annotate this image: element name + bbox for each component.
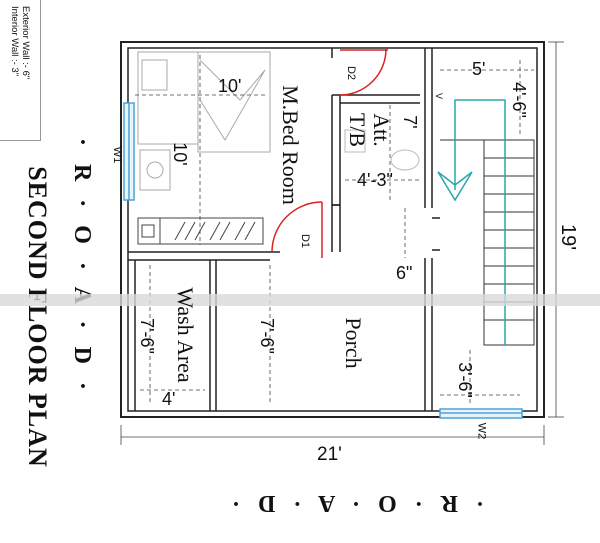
door-d2-swing	[339, 48, 388, 96]
dim-wash-width: 4'	[162, 389, 176, 409]
dim-bed-depth: 10'	[170, 142, 190, 166]
window-w2	[439, 408, 523, 419]
dim-gap: 6"	[396, 263, 413, 283]
dim-total-depth: 19'	[557, 223, 579, 251]
dim-stair-width: 5'	[472, 59, 486, 79]
dim-tb-width: 4'-3"	[357, 170, 393, 190]
stair-arrow	[437, 99, 506, 345]
dim-porch-depth: 7'-6"	[257, 318, 277, 354]
room-label-porch: Porch	[341, 317, 366, 369]
window-w1	[123, 102, 135, 201]
vent-tag-v: V	[434, 92, 444, 99]
dim-tb-depth: 7'	[400, 115, 420, 129]
room-label-tb: T/B	[345, 112, 370, 148]
dim-total-width: 21'	[317, 444, 342, 465]
window-tag-w2: W2	[475, 422, 488, 440]
room-label-att: Att.	[369, 113, 394, 147]
dim-bed-width: 10'	[218, 76, 242, 96]
window-tag-w1: W1	[111, 146, 123, 164]
staircase	[440, 139, 535, 346]
room-label-wash-area: Wash Area	[173, 287, 198, 383]
toilet-fixtures	[344, 129, 420, 171]
dimension-lines	[120, 41, 564, 445]
room-label-master-bed: M.Bed Room	[278, 85, 303, 205]
wardrobe	[137, 217, 264, 245]
wall-legend-box: Exterior Wall :- 6" Interior Wall :- 3"	[0, 0, 41, 141]
scan-streak	[0, 294, 600, 306]
door-tag-d2: D2	[345, 65, 357, 81]
door-tag-d1: D1	[299, 233, 311, 249]
dim-stair-lower: 3'-6"	[455, 362, 475, 398]
dim-wash-depth: 7'-6"	[137, 318, 157, 354]
door-d1-swing	[271, 201, 323, 258]
dim-stair-landing: 4'-6"	[509, 82, 529, 118]
bed-furniture	[137, 51, 271, 191]
